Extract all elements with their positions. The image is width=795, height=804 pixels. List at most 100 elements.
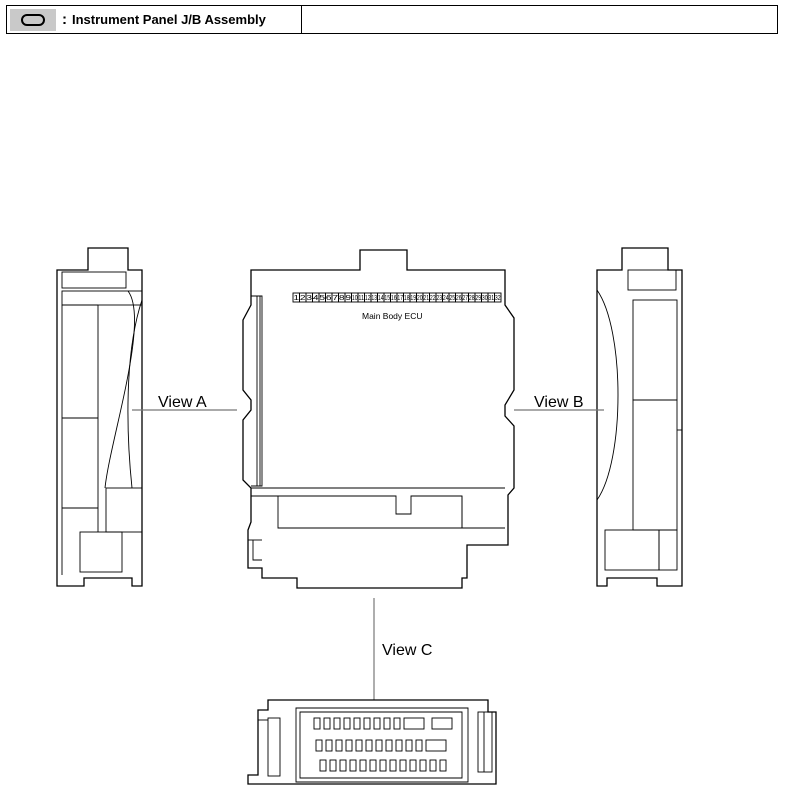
pin-number: 19 bbox=[410, 295, 416, 302]
main-body-ecu-label: Main Body ECU bbox=[362, 311, 422, 321]
cavity bbox=[369, 759, 377, 772]
pin-23: 23 bbox=[435, 292, 443, 303]
pin-number: 17 bbox=[397, 295, 403, 302]
side-view-a bbox=[56, 247, 143, 587]
pin-19: 19 bbox=[409, 292, 417, 303]
cavity-wide bbox=[431, 717, 453, 730]
legend-title: Instrument Panel J/B Assembly bbox=[72, 12, 266, 27]
side-view-b bbox=[596, 247, 683, 587]
legend-colon: : bbox=[62, 11, 67, 28]
pin-12: 12 bbox=[364, 292, 372, 303]
pin-number: 4 bbox=[313, 295, 319, 302]
pin-number: 9 bbox=[345, 295, 351, 302]
cavity bbox=[345, 739, 353, 752]
pin-number: 15 bbox=[384, 295, 390, 302]
pin-26: 26 bbox=[455, 292, 463, 303]
pin-number: 31 bbox=[488, 295, 494, 302]
cavity bbox=[325, 739, 333, 752]
pin-30: 30 bbox=[481, 292, 489, 303]
pin-18: 18 bbox=[403, 292, 411, 303]
cavity bbox=[359, 759, 367, 772]
pin-number: 28 bbox=[469, 295, 475, 302]
pin-22: 22 bbox=[429, 292, 437, 303]
pin-10: 10 bbox=[351, 292, 359, 303]
pin-number: 13 bbox=[371, 295, 377, 302]
pin-number: 11 bbox=[358, 295, 364, 302]
pin-number: 21 bbox=[423, 295, 429, 302]
cavity bbox=[315, 739, 323, 752]
pin-28: 28 bbox=[468, 292, 476, 303]
pin-32: 32 bbox=[494, 292, 502, 303]
pin-number: 16 bbox=[391, 295, 397, 302]
cavity bbox=[375, 739, 383, 752]
pin-number: 5 bbox=[319, 295, 325, 302]
pin-number: 23 bbox=[436, 295, 442, 302]
pin-number: 3 bbox=[306, 295, 312, 302]
pin-14: 14 bbox=[377, 292, 385, 303]
cavity bbox=[395, 739, 403, 752]
cavity bbox=[415, 739, 423, 752]
cavity-wide bbox=[403, 717, 425, 730]
cavity bbox=[405, 739, 413, 752]
pin-3: 3 bbox=[305, 292, 313, 303]
pin-number: 10 bbox=[352, 295, 358, 302]
pin-21: 21 bbox=[422, 292, 430, 303]
pin-5: 5 bbox=[318, 292, 326, 303]
view-b-label: View B bbox=[534, 394, 584, 411]
pin-number: 7 bbox=[332, 295, 338, 302]
bottom-view-c bbox=[247, 699, 497, 785]
pin-number: 30 bbox=[482, 295, 488, 302]
cavity bbox=[399, 759, 407, 772]
cavity bbox=[329, 759, 337, 772]
pin-15: 15 bbox=[383, 292, 391, 303]
cavity bbox=[333, 717, 341, 730]
pin-box bbox=[494, 292, 502, 303]
legend-icon-background bbox=[10, 8, 56, 31]
cavity bbox=[319, 759, 327, 772]
cavity bbox=[409, 759, 417, 772]
pin-number: 2 bbox=[300, 295, 306, 302]
pin-number: 26 bbox=[456, 295, 462, 302]
pin-16: 16 bbox=[390, 292, 398, 303]
cavity bbox=[439, 759, 447, 772]
pin-6: 6 bbox=[325, 292, 333, 303]
pin-number: 12 bbox=[365, 295, 371, 302]
cavity bbox=[349, 759, 357, 772]
pin-11: 11 bbox=[357, 292, 365, 303]
cavity bbox=[335, 739, 343, 752]
cavity bbox=[383, 717, 391, 730]
pin-number: 24 bbox=[443, 295, 449, 302]
pin-number: 29 bbox=[475, 295, 481, 302]
pin-24: 24 bbox=[442, 292, 450, 303]
pin-20: 20 bbox=[416, 292, 424, 303]
rounded-rectangle-icon bbox=[21, 13, 45, 26]
cavity bbox=[385, 739, 393, 752]
pin-number: 18 bbox=[404, 295, 410, 302]
cavity bbox=[419, 759, 427, 772]
cavity bbox=[339, 759, 347, 772]
cavity-wide bbox=[425, 739, 447, 752]
pin-number: 6 bbox=[326, 295, 332, 302]
cavity bbox=[363, 717, 371, 730]
cavity bbox=[379, 759, 387, 772]
cavity bbox=[355, 739, 363, 752]
pin-27: 27 bbox=[461, 292, 469, 303]
pin-17: 17 bbox=[396, 292, 404, 303]
view-c-label: View C bbox=[382, 642, 432, 659]
pin-9: 9 bbox=[344, 292, 352, 303]
cavity bbox=[313, 717, 321, 730]
pin-29: 29 bbox=[474, 292, 482, 303]
cavity bbox=[393, 717, 401, 730]
pin-number: 22 bbox=[430, 295, 436, 302]
pin-31: 31 bbox=[487, 292, 495, 303]
connector-cavities bbox=[313, 717, 453, 772]
pin-25: 25 bbox=[448, 292, 456, 303]
pin-number: 14 bbox=[378, 295, 384, 302]
cavity bbox=[323, 717, 331, 730]
cavity bbox=[353, 717, 361, 730]
pin-2: 2 bbox=[299, 292, 307, 303]
pin-number: 1 bbox=[293, 295, 299, 302]
cavity bbox=[389, 759, 397, 772]
